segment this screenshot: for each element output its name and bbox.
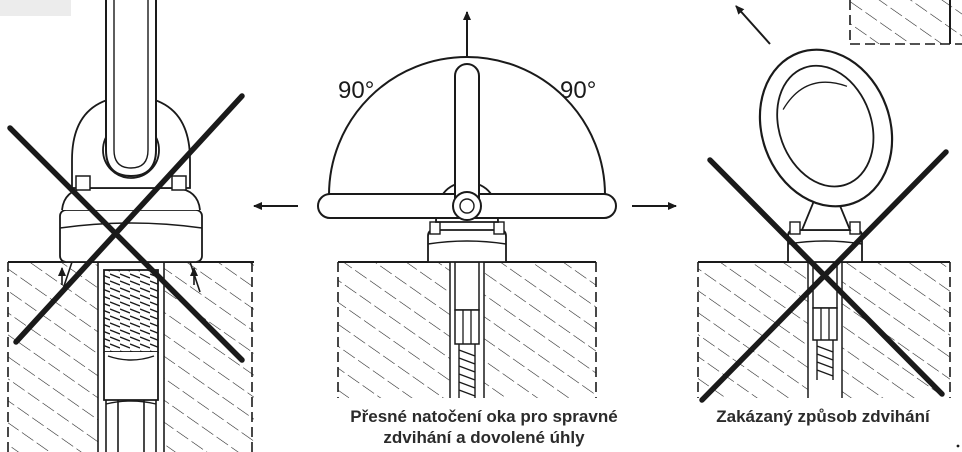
caption-forbidden-usage: Zakázaný způsob zdvihání — [716, 407, 930, 426]
left-bolt-hex — [105, 400, 157, 452]
right-panel — [697, 0, 962, 448]
right-arrow-diagonal — [735, 5, 771, 45]
center-bolt-hex — [454, 309, 480, 345]
center-pivot — [452, 191, 482, 221]
right-thread — [816, 340, 834, 380]
angle-label-right: 90° — [560, 77, 596, 104]
left-cross-line-2 — [13, 93, 245, 345]
right-oval-ring-inner — [776, 64, 875, 188]
right-overhead-material — [850, 0, 962, 44]
angle-label-left: 90° — [338, 77, 374, 104]
left-panel — [7, 0, 254, 452]
center-collar — [427, 229, 507, 263]
left-bolt-shank — [103, 352, 159, 401]
corner-tab — [0, 0, 71, 16]
center-panel: 90° 90° — [253, 11, 677, 398]
caption-correct-line-2: zdvihání a dovolené úhly — [383, 428, 585, 447]
left-bail — [105, 0, 157, 178]
caption-correct-usage: Přesné natočení oka pro spravné zdvihání… — [284, 406, 684, 448]
corner-dot — [956, 444, 960, 448]
left-bolt-thread — [103, 269, 159, 353]
center-bolt-shank — [454, 261, 480, 311]
left-cross-line-1 — [7, 125, 245, 363]
right-cross-line-2 — [699, 149, 949, 403]
right-bolt-hex — [812, 307, 838, 341]
center-thread — [458, 344, 476, 398]
caption-correct-line-1: Přesné natočení oka pro spravné — [350, 407, 618, 426]
